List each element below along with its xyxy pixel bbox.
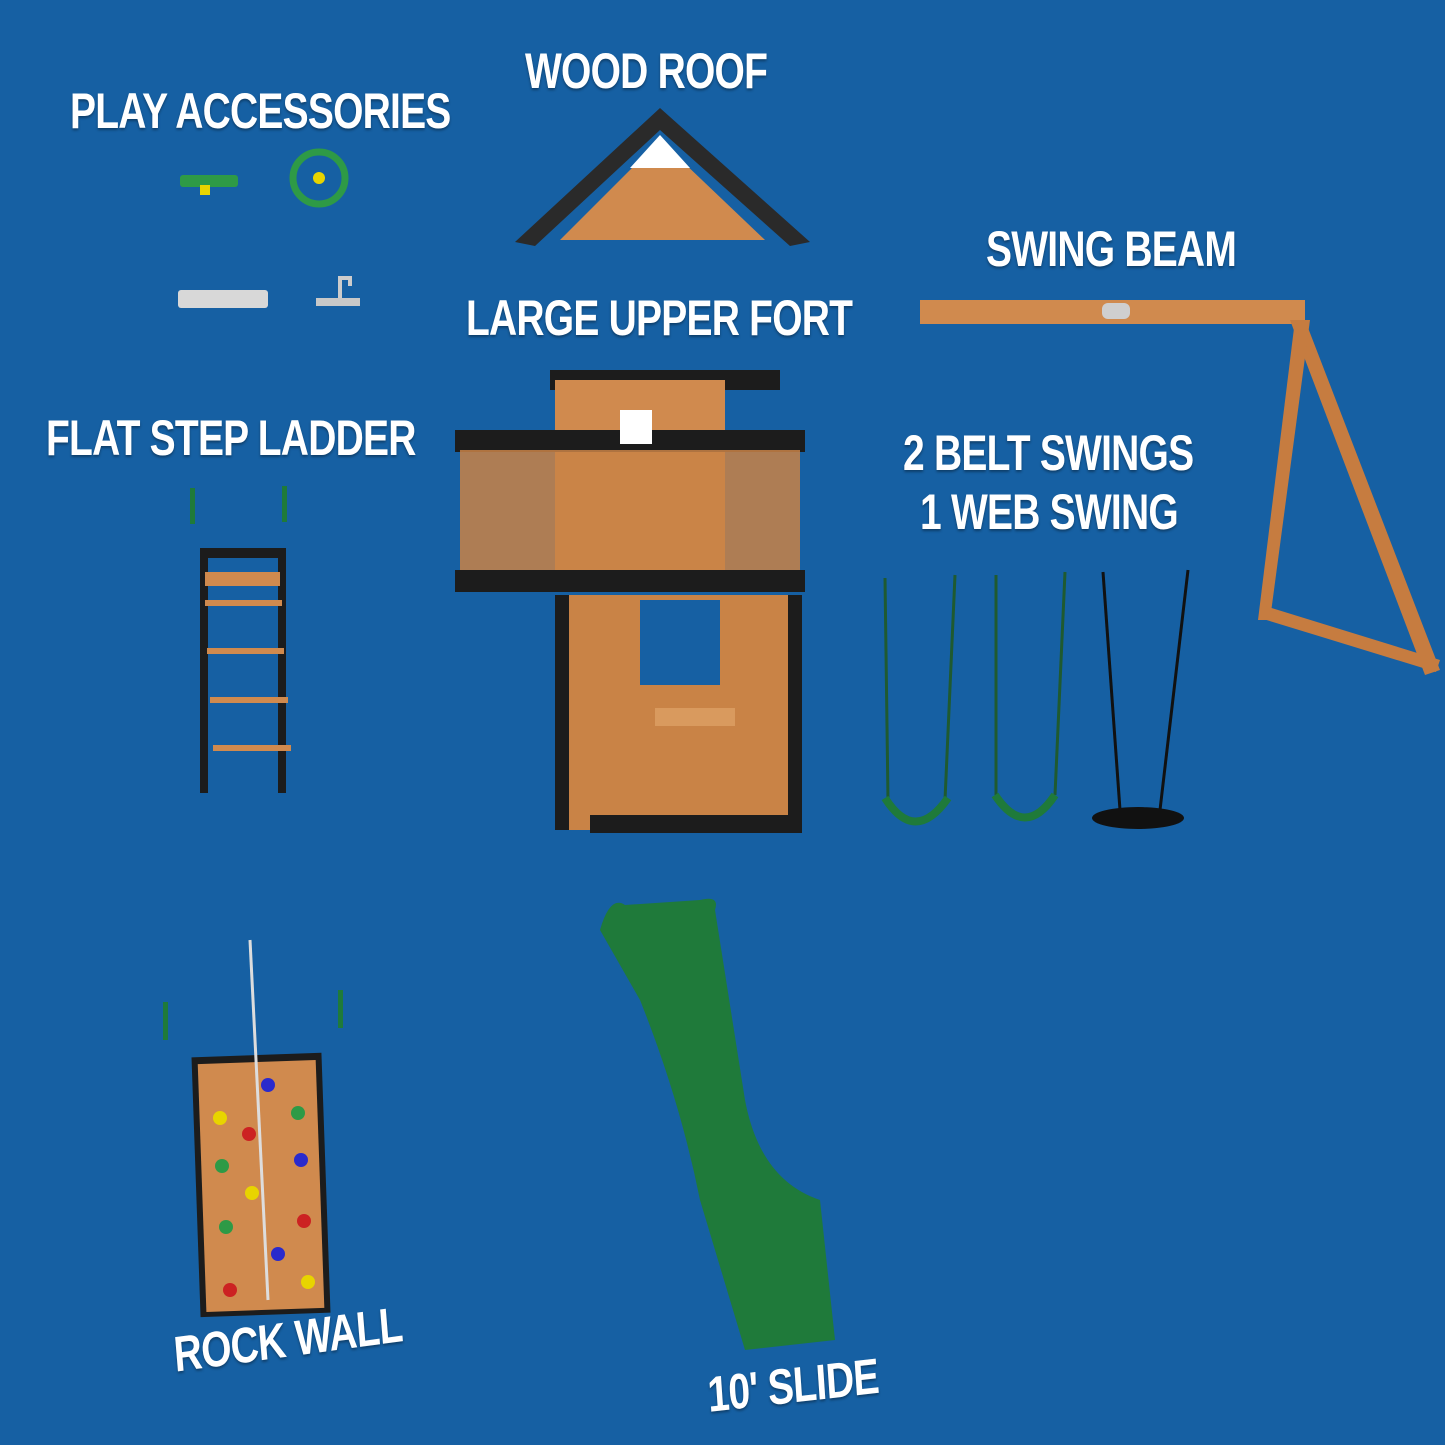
web-swing-image: [1092, 569, 1190, 829]
wood-roof-label: WOOD ROOF: [525, 43, 768, 99]
swing-beam-image: [920, 300, 1440, 675]
swing-beam-label: SWING BEAM: [986, 221, 1237, 277]
swings-label-line1: 2 BELT SWINGS: [903, 425, 1194, 481]
play-accessories-label: PLAY ACCESSORIES: [70, 83, 451, 139]
faucet-icon: [316, 276, 360, 306]
rock-wall-image: [163, 939, 343, 1318]
belt-swing-1-image: [881, 574, 957, 826]
play-phone-icon: [178, 290, 268, 308]
telescope-icon: [180, 175, 238, 195]
steering-wheel-icon: [289, 148, 349, 208]
large-upper-fort-image: [455, 370, 805, 833]
slide-image: [600, 898, 835, 1350]
wood-roof-image: [515, 108, 810, 246]
belt-swing-2-image: [991, 571, 1067, 822]
swings-label-line2: 1 WEB SWING: [920, 484, 1179, 540]
large-upper-fort-label: LARGE UPPER FORT: [466, 290, 853, 346]
flat-step-ladder-label: FLAT STEP LADDER: [46, 410, 416, 466]
flat-step-ladder-image: [190, 486, 291, 793]
